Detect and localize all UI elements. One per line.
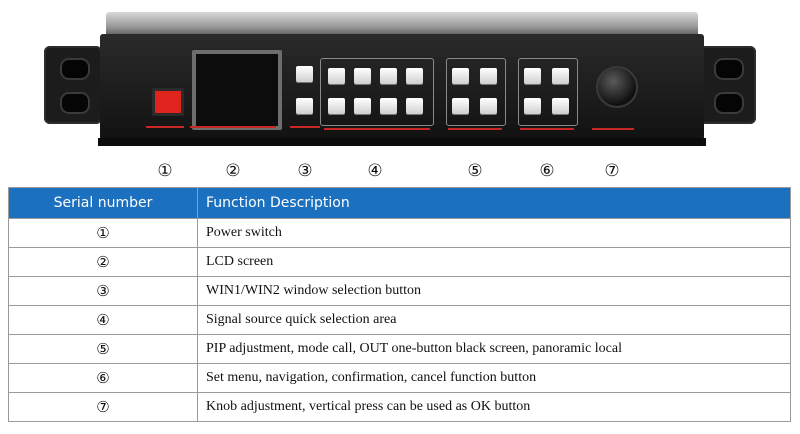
device-front-panel-image: ① ② ③ ④ ⑤ ⑥ ⑦ <box>0 0 800 181</box>
menu-panel <box>518 58 578 126</box>
rotary-knob-icon <box>596 66 638 108</box>
menu-button-icon <box>524 98 541 114</box>
marker-1: ① <box>157 161 173 181</box>
marker-3: ③ <box>297 161 313 181</box>
description-cell: Power switch <box>197 218 791 248</box>
description-cell: Signal source quick selection area <box>197 305 791 335</box>
chassis-bottom <box>98 138 706 146</box>
section-underline <box>592 128 634 130</box>
function-button-icon <box>480 98 497 114</box>
right-rack-ear <box>698 46 756 124</box>
serial-cell: ⑥ <box>8 363 198 393</box>
function-button-icon <box>452 68 469 84</box>
section-underline <box>290 126 320 128</box>
serial-cell: ④ <box>8 305 198 335</box>
serial-cell: ① <box>8 218 198 248</box>
menu-button-icon <box>552 98 569 114</box>
table-row: ① Power switch <box>8 218 791 248</box>
function-panel <box>446 58 506 126</box>
lcd-screen <box>192 50 282 130</box>
menu-button-icon <box>552 68 569 84</box>
marker-2: ② <box>225 161 241 181</box>
source-button-icon <box>406 68 423 84</box>
source-button-icon <box>354 98 371 114</box>
rack-ear-slot <box>714 58 744 80</box>
table-row: ② LCD screen <box>8 247 791 277</box>
section-underline <box>324 128 430 130</box>
chassis-top <box>106 12 698 36</box>
description-cell: WIN1/WIN2 window selection button <box>197 276 791 306</box>
section-underline <box>190 126 276 128</box>
serial-cell: ⑦ <box>8 392 198 422</box>
table-row: ④ Signal source quick selection area <box>8 305 791 335</box>
input-source-panel <box>320 58 434 126</box>
column-header-serial: Serial number <box>8 187 198 219</box>
table-row: ⑦ Knob adjustment, vertical press can be… <box>8 392 791 422</box>
section-underline <box>448 128 502 130</box>
win2-button-icon <box>296 98 313 114</box>
serial-cell: ② <box>8 247 198 277</box>
rack-ear-slot <box>60 92 90 114</box>
menu-button-icon <box>524 68 541 84</box>
section-underline <box>146 126 184 128</box>
source-button-icon <box>380 98 397 114</box>
function-button-icon <box>480 68 497 84</box>
source-button-icon <box>380 68 397 84</box>
power-switch-icon <box>152 88 184 116</box>
source-button-icon <box>328 98 345 114</box>
function-button-icon <box>452 98 469 114</box>
table-row: ⑥ Set menu, navigation, confirmation, ca… <box>8 363 791 393</box>
marker-5: ⑤ <box>467 161 483 181</box>
description-cell: LCD screen <box>197 247 791 277</box>
description-cell: Knob adjustment, vertical press can be u… <box>197 392 791 422</box>
rack-ear-slot <box>60 58 90 80</box>
left-rack-ear <box>44 46 102 124</box>
table-header-row: Serial number Function Description <box>8 187 791 219</box>
table-row: ⑤ PIP adjustment, mode call, OUT one-but… <box>8 334 791 364</box>
section-underline <box>520 128 574 130</box>
table-row: ③ WIN1/WIN2 window selection button <box>8 276 791 306</box>
marker-6: ⑥ <box>539 161 555 181</box>
source-button-icon <box>328 68 345 84</box>
description-cell: PIP adjustment, mode call, OUT one-butto… <box>197 334 791 364</box>
marker-7: ⑦ <box>604 161 620 181</box>
rack-ear-slot <box>714 92 744 114</box>
function-table: Serial number Function Description ① Pow… <box>8 187 791 422</box>
column-header-description: Function Description <box>197 187 791 219</box>
win1-button-icon <box>296 66 313 82</box>
description-cell: Set menu, navigation, confirmation, canc… <box>197 363 791 393</box>
serial-cell: ③ <box>8 276 198 306</box>
marker-4: ④ <box>367 161 383 181</box>
source-button-icon <box>354 68 371 84</box>
serial-cell: ⑤ <box>8 334 198 364</box>
source-button-icon <box>406 98 423 114</box>
